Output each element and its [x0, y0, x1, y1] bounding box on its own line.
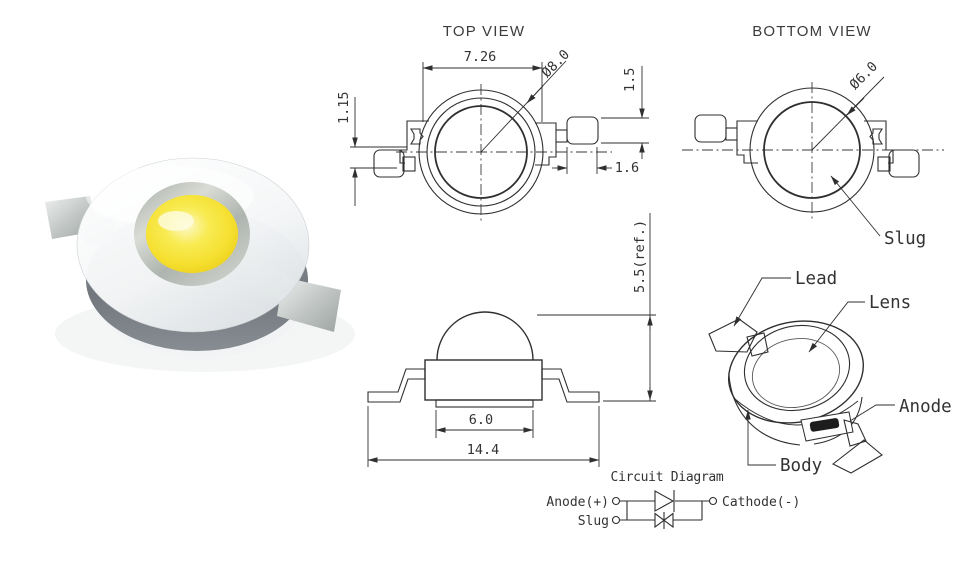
dim-height: 5.5(ref.)	[537, 213, 656, 402]
top-view-left-tab	[399, 120, 429, 164]
bottom-view-left-lead	[694, 114, 727, 143]
lead-callout: Lead	[733, 269, 837, 327]
persp-right-lead-foot	[831, 439, 883, 474]
top-view-left-lead-neck	[402, 156, 416, 172]
anode-label: Anode	[899, 397, 952, 417]
dim-left-lead-width: 1.15	[336, 91, 407, 206]
dim-flange-diameter-text: Ø8.0	[539, 47, 573, 81]
persp-body-left-wall	[728, 374, 801, 446]
slug-label: Slug	[884, 229, 926, 249]
top-view-right-lead-neck	[555, 129, 568, 143]
dim-lead-length-text: 1.6	[615, 160, 639, 176]
circuit-title: Circuit Diagram	[611, 470, 724, 485]
side-view-body	[424, 359, 543, 401]
top-view-key-notch	[410, 128, 424, 145]
dim-lead-width-text: 1.5	[622, 68, 638, 92]
top-view-lens-circle	[434, 105, 528, 199]
bottom-view-left-step-top	[736, 120, 758, 128]
slug-callout: Slug	[830, 175, 926, 249]
circuit-slug-label: Slug	[578, 514, 609, 529]
top-view-flange-circle	[418, 89, 544, 215]
circuit-anode-label: Anode(+)	[546, 495, 609, 510]
dim-slug-diameter: Ø6.0	[811, 59, 885, 151]
dim-body-width-text: 7.26	[464, 49, 497, 65]
side-view-slug	[435, 399, 534, 408]
persp-left-lead-bend	[746, 332, 769, 357]
product-photo-led	[45, 157, 355, 372]
bottom-view-slug-circle	[763, 101, 861, 199]
persp-anode-mark	[809, 418, 840, 432]
bottom-view: BOTTOM VIEW Ø6.0 Slug	[682, 23, 944, 249]
bottom-view-key-notch	[869, 128, 883, 145]
bottom-view-right-tab	[864, 120, 894, 164]
persp-lens-base-ring	[751, 338, 841, 408]
persp-lens-dome	[743, 324, 851, 412]
dim-height-text: 5.5(ref.)	[632, 220, 648, 293]
persp-body-step-edge	[734, 398, 859, 426]
lens-callout: Lens	[808, 293, 911, 353]
top-view-title: TOP VIEW	[443, 23, 525, 40]
top-view-right-step-top	[535, 122, 557, 130]
perspective-view: Lead Lens Anode Body	[708, 269, 952, 476]
side-view-right-lead	[541, 368, 600, 403]
dim-lead-width: 1.5	[601, 66, 649, 159]
anode-callout: Anode	[849, 397, 952, 422]
circuit-diagram: Circuit Diagram Anode(+) Cathode(-) Slug	[546, 470, 800, 529]
body-label: Body	[780, 456, 822, 476]
dim-slug-width: 6.0	[435, 410, 534, 438]
led-diode-symbol	[654, 490, 675, 512]
bottom-view-right-lead	[888, 149, 920, 178]
side-view-left-lead	[367, 368, 426, 403]
circuit-cathode-label: Cathode(-)	[722, 495, 800, 510]
side-view-dome	[436, 311, 534, 361]
lead-label: Lead	[795, 269, 837, 289]
top-view-rim-circle	[426, 97, 536, 207]
circuit-wires	[620, 500, 709, 521]
dim-body-width: 7.26	[422, 49, 543, 122]
body-callout: Body	[745, 409, 822, 476]
protection-diode-symbol	[654, 512, 674, 529]
cathode-terminal	[708, 496, 718, 506]
side-view: 6.0 14.4 5.5(ref.)	[367, 213, 656, 467]
top-view: TOP VIEW 7.26 Ø8.0	[336, 23, 649, 224]
top-view-left-lead	[373, 149, 405, 178]
photo-die-glint	[158, 211, 194, 231]
slug-terminal	[611, 515, 621, 525]
top-view-right-lead	[566, 116, 599, 145]
lens-label: Lens	[869, 293, 911, 313]
bottom-view-flange-circle	[749, 87, 875, 213]
bottom-view-left-step-bottom	[736, 140, 758, 164]
dim-slug-width-text: 6.0	[469, 412, 493, 428]
bottom-view-title: BOTTOM VIEW	[752, 23, 872, 40]
bottom-view-right-lead-neck	[877, 156, 891, 172]
anode-terminal	[611, 496, 621, 506]
dim-left-lead-width-text: 1.15	[336, 91, 352, 124]
top-view-right-step-bottom	[535, 142, 557, 166]
dim-overall-width: 14.4	[367, 406, 600, 467]
bottom-view-left-lead-neck	[725, 127, 738, 141]
dim-overall-width-text: 14.4	[467, 442, 500, 458]
dim-lead-length: 1.6	[552, 147, 639, 176]
photo-right-lead	[277, 277, 341, 332]
dim-slug-diameter-text: Ø6.0	[847, 59, 881, 93]
photo-die-shade	[146, 195, 238, 273]
